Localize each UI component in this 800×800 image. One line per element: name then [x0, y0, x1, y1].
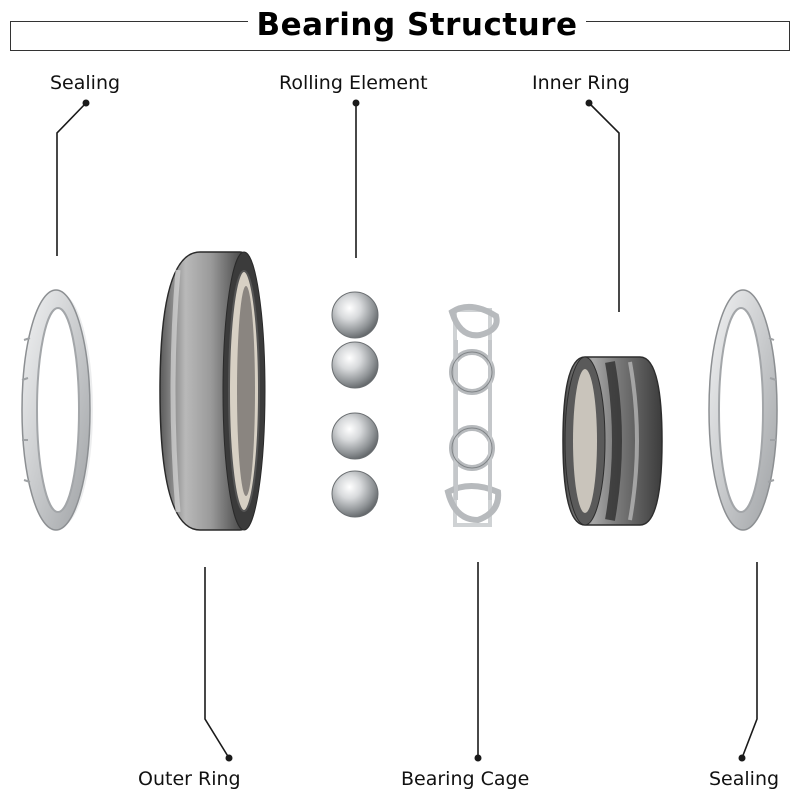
ball-4	[331, 470, 379, 518]
leader-inner-ring	[588, 102, 620, 312]
ball-3	[331, 412, 379, 460]
ball-2	[331, 341, 379, 389]
leader-sealing-top	[56, 102, 87, 256]
rolling-elements	[331, 291, 379, 518]
leader-dot-rolling-element	[352, 99, 360, 107]
sealing-ring-right	[708, 289, 778, 531]
label-sealing-top: Sealing	[50, 72, 121, 94]
leader-dot-sealing-bottom	[738, 754, 746, 762]
title-background	[248, 4, 586, 46]
label-outer-ring: Outer Ring	[138, 768, 241, 790]
outer-ring	[159, 251, 266, 531]
leader-dot-outer-ring	[225, 754, 233, 762]
leader-dot-inner-ring	[585, 99, 593, 107]
leader-sealing-bottom	[741, 562, 758, 759]
sealing-ring-left	[21, 289, 93, 531]
leader-outer-ring	[204, 567, 230, 759]
label-bearing-cage: Bearing Cage	[401, 768, 530, 790]
leader-dot-bearing-cage	[474, 754, 482, 762]
leader-dot-sealing-top	[82, 99, 90, 107]
label-rolling-element: Rolling Element	[279, 72, 428, 94]
inner-ring	[562, 356, 663, 526]
diagram-title: Bearing Structure	[256, 7, 578, 43]
bearing-cage	[444, 303, 502, 527]
ball-1	[331, 291, 379, 339]
label-inner-ring: Inner Ring	[532, 72, 630, 94]
label-sealing-bottom: Sealing	[709, 768, 780, 790]
